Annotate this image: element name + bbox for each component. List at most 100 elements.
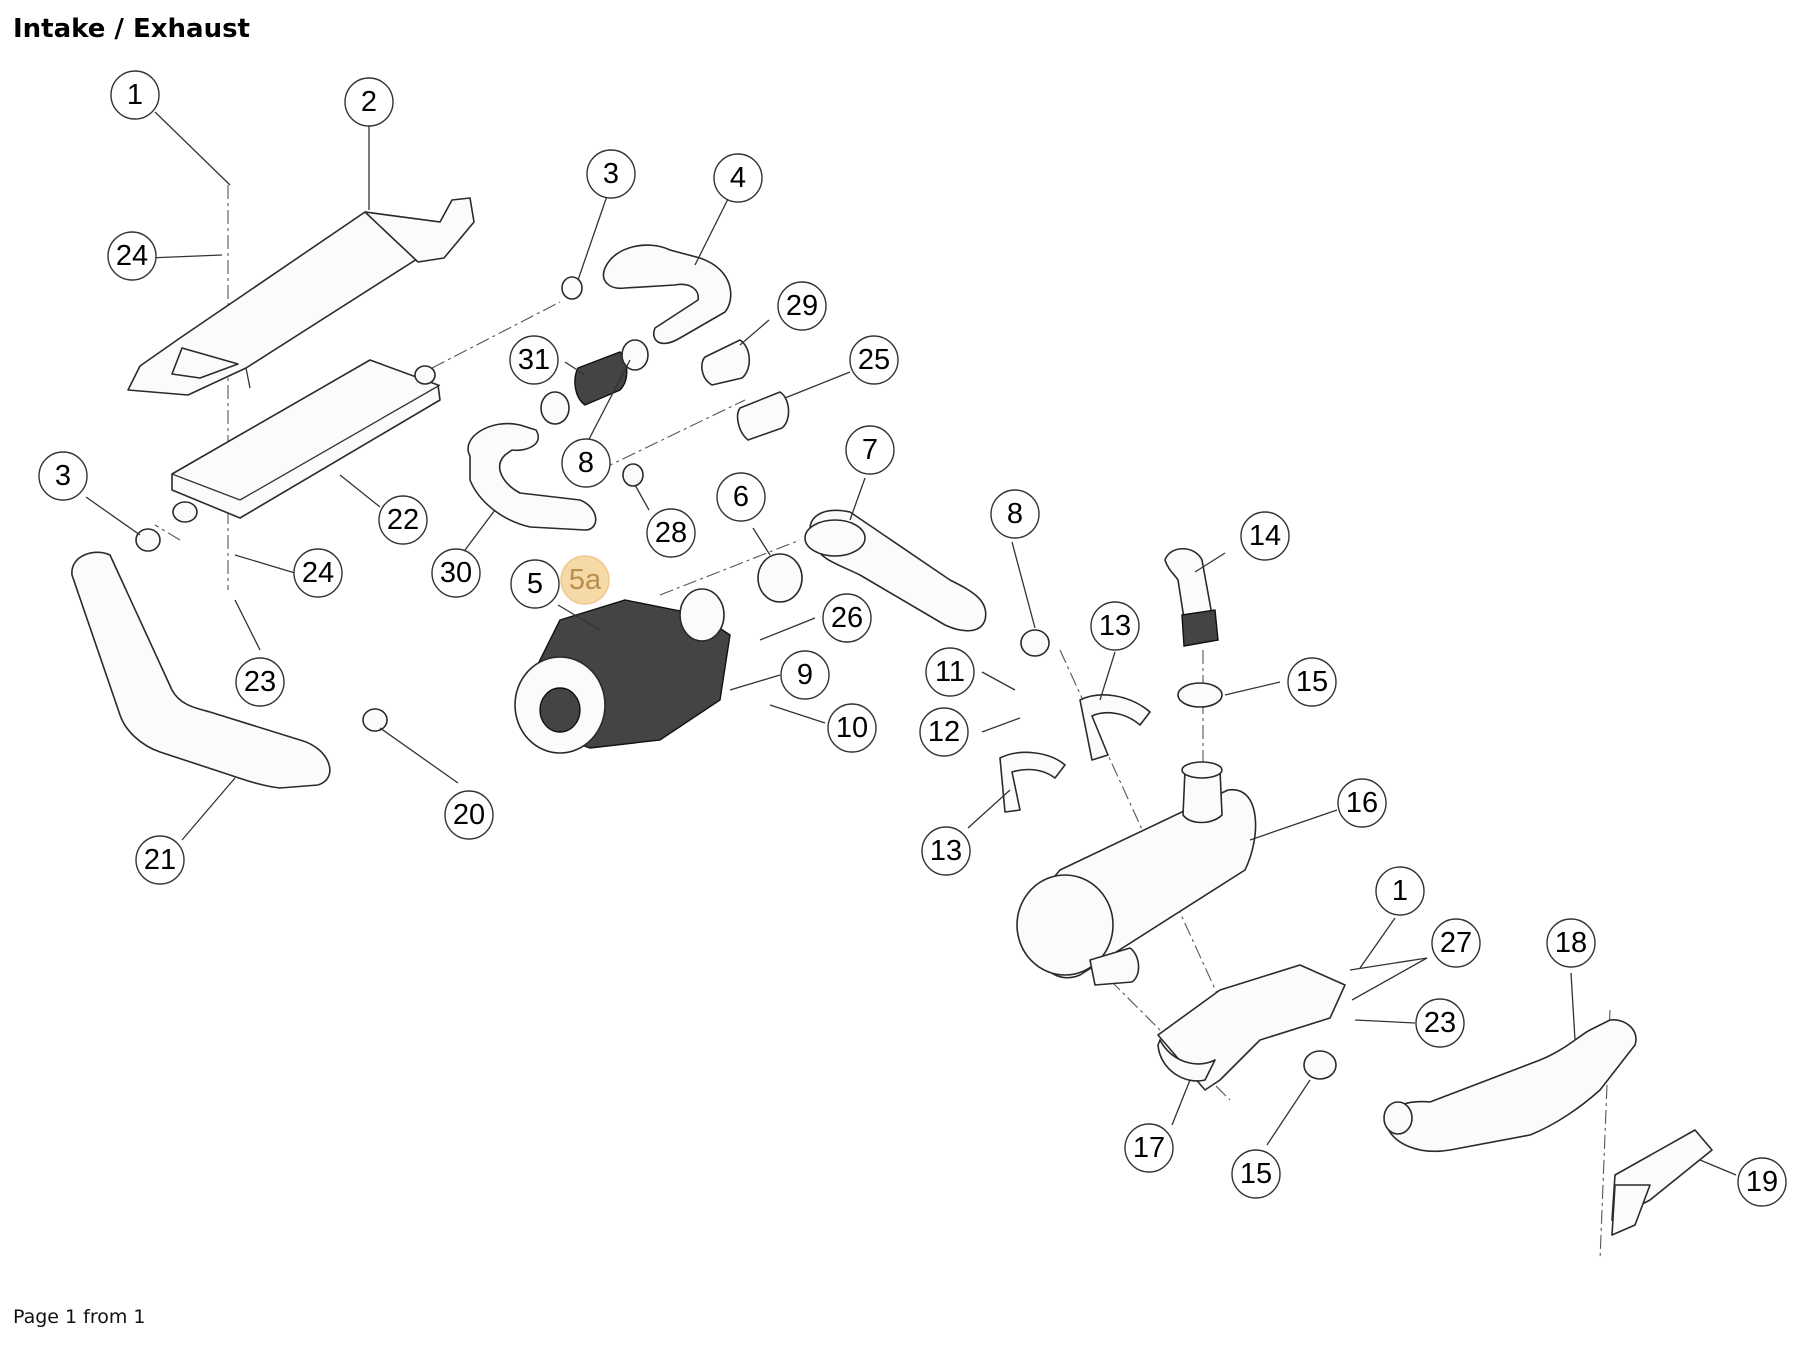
callout-23b[interactable]: 23 — [1415, 998, 1465, 1048]
page-footer: Page 1 from 1 — [13, 1306, 146, 1328]
callout-29[interactable]: 29 — [777, 281, 827, 331]
callout-8[interactable]: 8 — [561, 438, 611, 488]
page-title: Intake / Exhaust — [13, 14, 250, 44]
callout-11[interactable]: 11 — [925, 647, 975, 697]
svg-text:31: 31 — [518, 344, 550, 376]
coupler-31 — [540, 339, 649, 425]
svg-text:3: 3 — [603, 158, 619, 190]
svg-text:15: 15 — [1296, 666, 1328, 698]
svg-text:29: 29 — [786, 290, 818, 322]
svg-text:22: 22 — [387, 504, 419, 536]
svg-text:26: 26 — [831, 602, 863, 634]
callout-4[interactable]: 4 — [713, 153, 763, 203]
callout-22[interactable]: 22 — [378, 495, 428, 545]
svg-text:13: 13 — [930, 835, 962, 867]
svg-text:16: 16 — [1346, 787, 1378, 819]
svg-text:25: 25 — [858, 344, 890, 376]
svg-text:28: 28 — [655, 517, 687, 549]
upper-hose-4 — [602, 244, 732, 345]
svg-text:4: 4 — [730, 162, 746, 194]
callout-19[interactable]: 19 — [1737, 1157, 1787, 1207]
svg-text:17: 17 — [1133, 1132, 1165, 1164]
callout-16[interactable]: 16 — [1337, 778, 1387, 828]
svg-text:9: 9 — [797, 659, 813, 691]
callout-15b[interactable]: 15 — [1231, 1149, 1281, 1199]
svg-text:8: 8 — [1007, 498, 1023, 530]
svg-text:8: 8 — [578, 447, 594, 479]
callout-17[interactable]: 17 — [1124, 1123, 1174, 1173]
callout-2[interactable]: 2 — [344, 77, 394, 127]
callout-24b[interactable]: 24 — [293, 548, 343, 598]
svg-text:20: 20 — [453, 799, 485, 831]
callout-7[interactable]: 7 — [845, 425, 895, 475]
svg-text:21: 21 — [144, 844, 176, 876]
tailpipe-18 — [1383, 1019, 1637, 1152]
svg-text:1: 1 — [1392, 875, 1408, 907]
svg-text:1: 1 — [127, 79, 143, 111]
airbox-cover — [127, 197, 475, 396]
callout-9[interactable]: 9 — [780, 650, 830, 700]
shield-19 — [1611, 1129, 1713, 1236]
exhaust-elbow-14 — [1164, 547, 1219, 647]
callout-24[interactable]: 24 — [107, 231, 157, 281]
callout-8b[interactable]: 8 — [990, 489, 1040, 539]
bracket-17 — [1157, 964, 1346, 1091]
callout-18[interactable]: 18 — [1546, 918, 1596, 968]
svg-text:2: 2 — [361, 86, 377, 118]
callout-5a[interactable]: 5a — [560, 555, 610, 605]
svg-text:3: 3 — [55, 460, 71, 492]
callout-5[interactable]: 5 — [510, 559, 560, 609]
callout-10[interactable]: 10 — [827, 703, 877, 753]
callout-26[interactable]: 26 — [822, 593, 872, 643]
svg-text:5: 5 — [527, 568, 543, 600]
intercooler — [171, 359, 441, 523]
callout-13b[interactable]: 13 — [921, 826, 971, 876]
sleeves-and-clamps — [135, 276, 1050, 732]
svg-text:12: 12 — [928, 716, 960, 748]
callout-23[interactable]: 23 — [235, 657, 285, 707]
svg-text:13: 13 — [1099, 610, 1131, 642]
callout-27[interactable]: 27 — [1431, 918, 1481, 968]
svg-text:14: 14 — [1249, 520, 1281, 552]
callout-28[interactable]: 28 — [646, 508, 696, 558]
svg-text:23: 23 — [1424, 1007, 1456, 1039]
callout-13[interactable]: 13 — [1090, 601, 1140, 651]
svg-text:7: 7 — [862, 434, 878, 466]
svg-text:6: 6 — [733, 481, 749, 513]
turbo-assembly — [514, 588, 731, 754]
assembly-centerlines — [154, 185, 1611, 1261]
callout-20[interactable]: 20 — [444, 790, 494, 840]
svg-text:5a: 5a — [569, 564, 602, 596]
callout-31[interactable]: 31 — [509, 335, 559, 385]
callout-15[interactable]: 15 — [1287, 657, 1337, 707]
callout-14[interactable]: 14 — [1240, 511, 1290, 561]
callout-25[interactable]: 25 — [849, 335, 899, 385]
clamps-15 — [1177, 682, 1337, 1080]
svg-text:27: 27 — [1440, 927, 1472, 959]
muffler-16 — [1016, 761, 1257, 986]
svg-text:23: 23 — [244, 666, 276, 698]
svg-text:11: 11 — [935, 656, 965, 688]
svg-text:19: 19 — [1746, 1166, 1778, 1198]
callout-3b[interactable]: 3 — [38, 451, 88, 501]
callout-30[interactable]: 30 — [431, 548, 481, 598]
callout-1[interactable]: 1 — [110, 70, 160, 120]
callouts: 1 2 3 4 24 29 31 25 3 8 7 22 28 30 6 8 2… — [38, 70, 1787, 1207]
svg-text:15: 15 — [1240, 1158, 1272, 1190]
intake-elbow-7 — [804, 509, 987, 632]
callout-1b[interactable]: 1 — [1375, 866, 1425, 916]
leader-lines — [85, 111, 1737, 1176]
svg-text:24: 24 — [302, 557, 334, 589]
callout-3[interactable]: 3 — [586, 149, 636, 199]
svg-text:10: 10 — [836, 712, 868, 744]
svg-text:18: 18 — [1555, 927, 1587, 959]
svg-text:30: 30 — [440, 557, 472, 589]
callout-6[interactable]: 6 — [716, 472, 766, 522]
callout-12[interactable]: 12 — [919, 707, 969, 757]
upper-hose-30 — [467, 422, 597, 531]
svg-text:24: 24 — [116, 240, 148, 272]
heat-shields-13 — [999, 694, 1151, 813]
callout-21[interactable]: 21 — [135, 835, 185, 885]
lower-intake-hose — [71, 551, 331, 789]
